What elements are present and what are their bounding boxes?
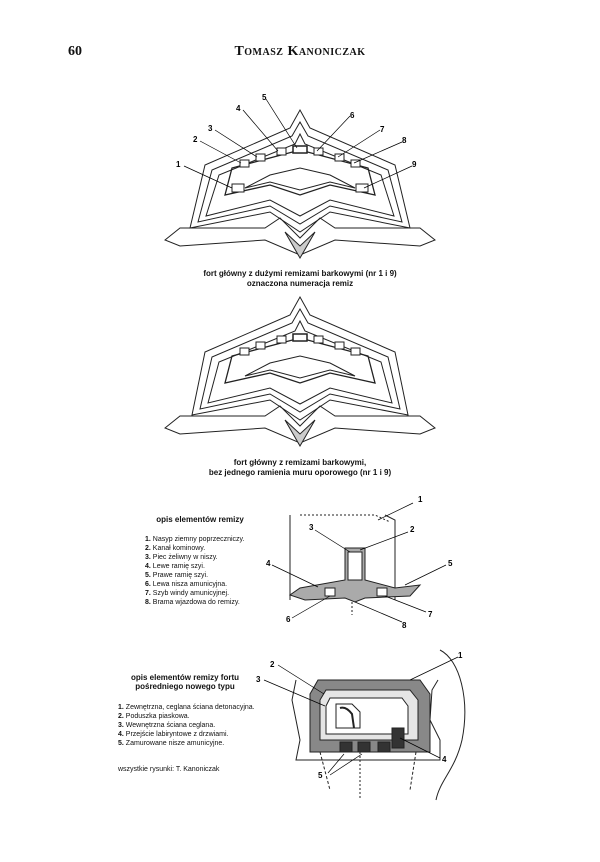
fig4-label-3: 3 <box>256 675 261 684</box>
fig1-label-6: 6 <box>350 111 355 120</box>
remiza-intermediate-leaders <box>263 656 459 776</box>
legend-item: 5. Prawe ramię szyi. <box>145 572 209 579</box>
fig3-label-8: 8 <box>402 621 407 630</box>
legend-item: 2. Kanał kominowy. <box>145 545 206 552</box>
page-number: 60 <box>68 44 82 59</box>
legend-item: 1. Zewnętrzna, ceglana ściana detonacyjn… <box>118 704 255 711</box>
legend-item: 1. Nasyp ziemny poprzeczniczy. <box>145 536 245 543</box>
figure4-legend: 1. Zewnętrzna, ceglana ściana detonacyjn… <box>118 703 255 748</box>
figure2-caption: fort główny z remizami barkowymi, bez je… <box>0 458 600 478</box>
fig3-label-3: 3 <box>309 523 314 532</box>
legend-item: 4. Przejście labiryntowe z drzwiami. <box>118 731 229 738</box>
fig4-label-1: 1 <box>458 651 463 660</box>
figure3-legend-title: opis elementów remizy <box>156 515 244 524</box>
fig3-label-5: 5 <box>448 559 453 568</box>
fig3-label-1: 1 <box>418 495 423 504</box>
fig1-label-3: 3 <box>208 124 213 133</box>
fig1-label-4: 4 <box>236 104 241 113</box>
fort-plan-1 <box>164 108 436 260</box>
fig1-label-1: 1 <box>176 160 181 169</box>
legend-item: 4. Lewe ramię szyi. <box>145 563 205 570</box>
remiza-intermediate-labels: 1 2 3 4 5 <box>256 651 463 780</box>
running-head-author: Tomasz Kanoniczak <box>234 44 366 59</box>
fort-plan-2 <box>164 295 436 448</box>
fort-plan-1-labels: 1 2 3 4 5 6 7 8 9 <box>176 93 417 169</box>
fig3-label-7: 7 <box>428 610 433 619</box>
fig3-label-2: 2 <box>410 525 415 534</box>
legend-item: 8. Brama wjazdowa do remizy. <box>145 599 240 606</box>
drawings-credit: wszystkie rysunki: T. Kanoniczak <box>118 766 220 773</box>
remiza-section <box>288 514 422 615</box>
fig4-label-2: 2 <box>270 660 275 669</box>
fig3-label-4: 4 <box>266 559 271 568</box>
legend-item: 5. Zamurowane nisze amunicyjne. <box>118 740 225 747</box>
figure4-legend-title-line1: opis elementów remizy fortu <box>130 673 240 682</box>
fig4-label-4: 4 <box>442 755 447 764</box>
fig3-label-6: 6 <box>286 615 291 624</box>
fig1-label-9: 9 <box>412 160 417 169</box>
remiza-section-leaders <box>271 502 447 623</box>
fig1-label-2: 2 <box>193 135 198 144</box>
legend-item: 3. Piec żeliwny w niszy. <box>145 554 218 561</box>
fig1-label-8: 8 <box>402 136 407 145</box>
figure1-caption: fort główny z dużymi remizami barkowymi … <box>0 269 600 289</box>
figure4-legend-title-line2: pośredniego nowego typu <box>135 682 235 691</box>
legend-item: 3. Wewnętrzna ściana ceglana. <box>118 722 216 729</box>
figure1-caption-line1: fort główny z dużymi remizami barkowymi … <box>203 269 397 278</box>
figure4-legend-title: opis elementów remizy fortu pośredniego … <box>110 673 260 691</box>
remiza-section-labels: 1 2 3 4 5 6 7 8 <box>266 495 453 630</box>
legend-item: 7. Szyb windy amunicyjnej. <box>145 590 230 597</box>
fig1-label-7: 7 <box>380 125 385 134</box>
fort-plan-1-leaders <box>183 98 413 189</box>
fig4-label-5: 5 <box>318 771 323 780</box>
figure3-legend: 1. Nasyp ziemny poprzeczniczy. 2. Kanał … <box>145 535 244 607</box>
figure2-caption-line2: bez jednego ramienia muru oporowego (nr … <box>208 468 392 477</box>
legend-item: 6. Lewa nisza amunicyjna. <box>145 581 228 588</box>
remiza-intermediate-plan <box>291 649 466 801</box>
figure2-caption-line1: fort główny z remizami barkowymi, <box>233 458 367 467</box>
figure1-caption-line2: oznaczona numeracja remiz <box>246 279 354 288</box>
fig1-label-5: 5 <box>262 93 267 102</box>
legend-item: 2. Poduszka piaskowa. <box>118 713 190 720</box>
